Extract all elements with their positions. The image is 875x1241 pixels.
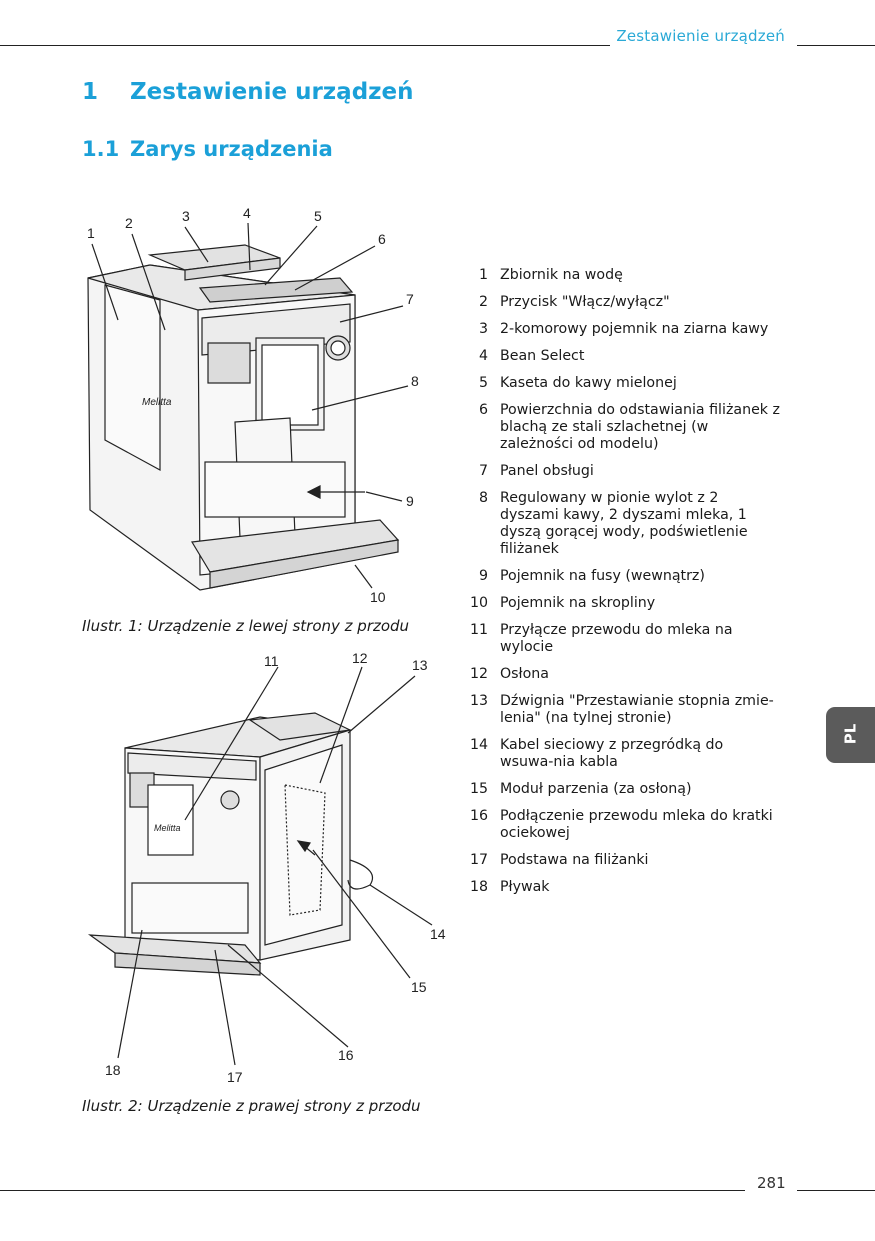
callout-15: 15 (411, 979, 427, 995)
callout-18: 18 (105, 1062, 121, 1078)
section-title: Zarys urządzenia (130, 137, 333, 161)
callout-6: 6 (378, 231, 386, 247)
callout-3: 3 (182, 208, 190, 224)
page-number: 281 (757, 1174, 786, 1192)
header-rule-left (0, 45, 610, 46)
callout-14: 14 (430, 926, 446, 942)
section-number: 1.1 (82, 137, 120, 161)
language-tab-label: PL (841, 723, 860, 745)
chapter-title: Zestawienie urządzeń (130, 79, 414, 105)
callout-11: 11 (264, 653, 279, 669)
brand-logo-1: Melitta (142, 397, 172, 408)
figure-1-caption: Ilustr. 1: Urządzenie z lewej strony z p… (82, 617, 410, 635)
callout-10: 10 (370, 589, 386, 605)
brand-logo-2: Melitta (154, 823, 181, 833)
callout-4: 4 (243, 205, 251, 221)
callout-8: 8 (411, 373, 419, 389)
callout-2: 2 (125, 215, 133, 231)
footer-rule-left (0, 1190, 745, 1191)
callout-1: 1 (87, 225, 95, 241)
figure-machine-left-front: Melitta 1 2 3 4 5 6 7 8 9 10 (87, 205, 419, 605)
running-header: Zestawienie urządzeń (616, 27, 785, 45)
callout-7: 7 (406, 291, 414, 307)
section-heading: 1.1 Zarys urządzenia (82, 137, 333, 161)
chapter-heading: 1 Zestawienie urządzeń (82, 79, 414, 105)
callout-16: 16 (338, 1047, 354, 1063)
language-tab: PL (826, 707, 875, 763)
figure-2-caption: Ilustr. 2: Urządzenie z prawej strony z … (82, 1097, 421, 1115)
callout-13: 13 (412, 657, 428, 673)
callout-9: 9 (406, 493, 414, 509)
figure-machine-right-front: Melitta 11 12 13 14 15 16 17 18 (87, 650, 446, 1085)
callout-5: 5 (314, 208, 322, 224)
header-rule-right (797, 45, 875, 46)
chapter-number: 1 (82, 79, 99, 105)
callout-12: 12 (352, 650, 368, 666)
callout-17: 17 (227, 1069, 243, 1085)
footer-rule-right (797, 1190, 875, 1191)
